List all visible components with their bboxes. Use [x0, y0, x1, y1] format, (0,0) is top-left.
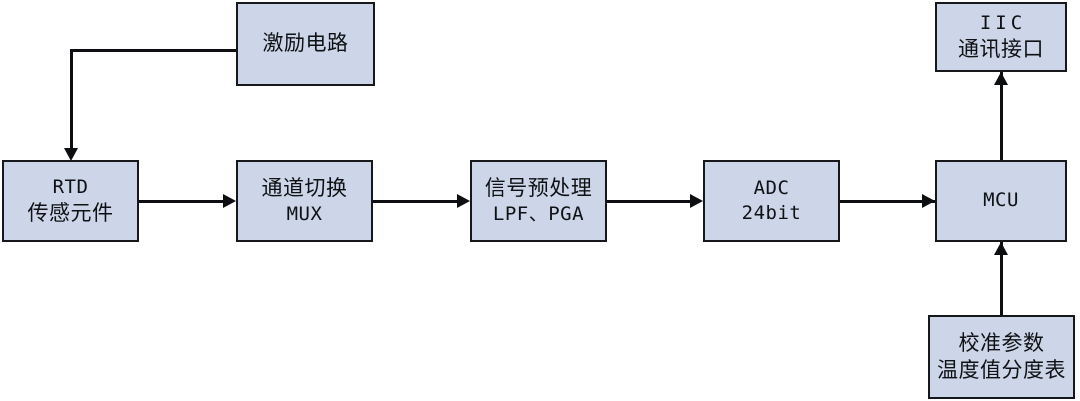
- node-adc-label-1: ADC: [753, 176, 790, 199]
- node-signal-preprocessing[interactable]: 信号预处理 LPF、PGA: [470, 160, 607, 242]
- arrowhead-calibration-to-mcu: [993, 242, 1008, 255]
- arrowhead-mcu-to-iic: [993, 72, 1008, 85]
- node-calibration-parameters-label-1: 校准参数: [958, 331, 1045, 355]
- node-signal-preprocessing-label-1: 信号预处理: [484, 176, 593, 200]
- arrowhead-rtd-to-mux: [223, 193, 236, 208]
- node-rtd-sensor-label-1: RTD: [52, 175, 89, 198]
- connector-adc-to-mcu: [840, 199, 935, 203]
- node-mcu[interactable]: MCU: [935, 160, 1067, 242]
- node-adc[interactable]: ADC 24bit: [703, 160, 840, 242]
- connector-excitation-to-rtd-horizontal: [70, 49, 238, 52]
- node-iic-interface-label-1: IIC: [979, 11, 1027, 34]
- connector-preprocessing-to-adc: [607, 199, 692, 203]
- connector-mcu-to-iic: [999, 72, 1003, 160]
- node-channel-mux-label-1: 通道切换: [261, 176, 348, 200]
- node-iic-interface[interactable]: IIC 通讯接口: [935, 2, 1067, 72]
- node-signal-preprocessing-label-2: LPF、PGA: [492, 202, 585, 225]
- connector-rtd-to-mux: [139, 199, 225, 203]
- node-channel-mux-label-2: MUX: [286, 202, 323, 225]
- node-rtd-sensor-label-2: 传感元件: [27, 202, 114, 226]
- connector-mux-to-preprocessing: [373, 199, 459, 203]
- node-channel-mux[interactable]: 通道切换 MUX: [236, 160, 373, 242]
- arrowhead-preprocessing-to-adc: [690, 193, 703, 208]
- node-rtd-sensor[interactable]: RTD 传感元件: [2, 160, 139, 242]
- arrowhead-adc-to-mcu: [922, 193, 935, 208]
- connector-excitation-to-rtd-vertical: [70, 49, 73, 149]
- node-adc-label-2: 24bit: [741, 202, 802, 224]
- node-mcu-label-1: MCU: [983, 189, 1019, 212]
- node-calibration-parameters-label-2: 温度值分度表: [937, 359, 1066, 382]
- node-iic-interface-label-2: 通讯接口: [958, 38, 1044, 62]
- node-excitation-circuit-label-1: 激励电路: [262, 32, 349, 56]
- connector-calibration-to-mcu: [999, 242, 1003, 315]
- node-calibration-parameters[interactable]: 校准参数 温度值分度表: [928, 315, 1075, 399]
- node-excitation-circuit[interactable]: 激励电路: [236, 2, 375, 86]
- arrowhead-excitation-to-rtd: [64, 148, 78, 161]
- arrowhead-mux-to-preprocessing: [457, 193, 470, 208]
